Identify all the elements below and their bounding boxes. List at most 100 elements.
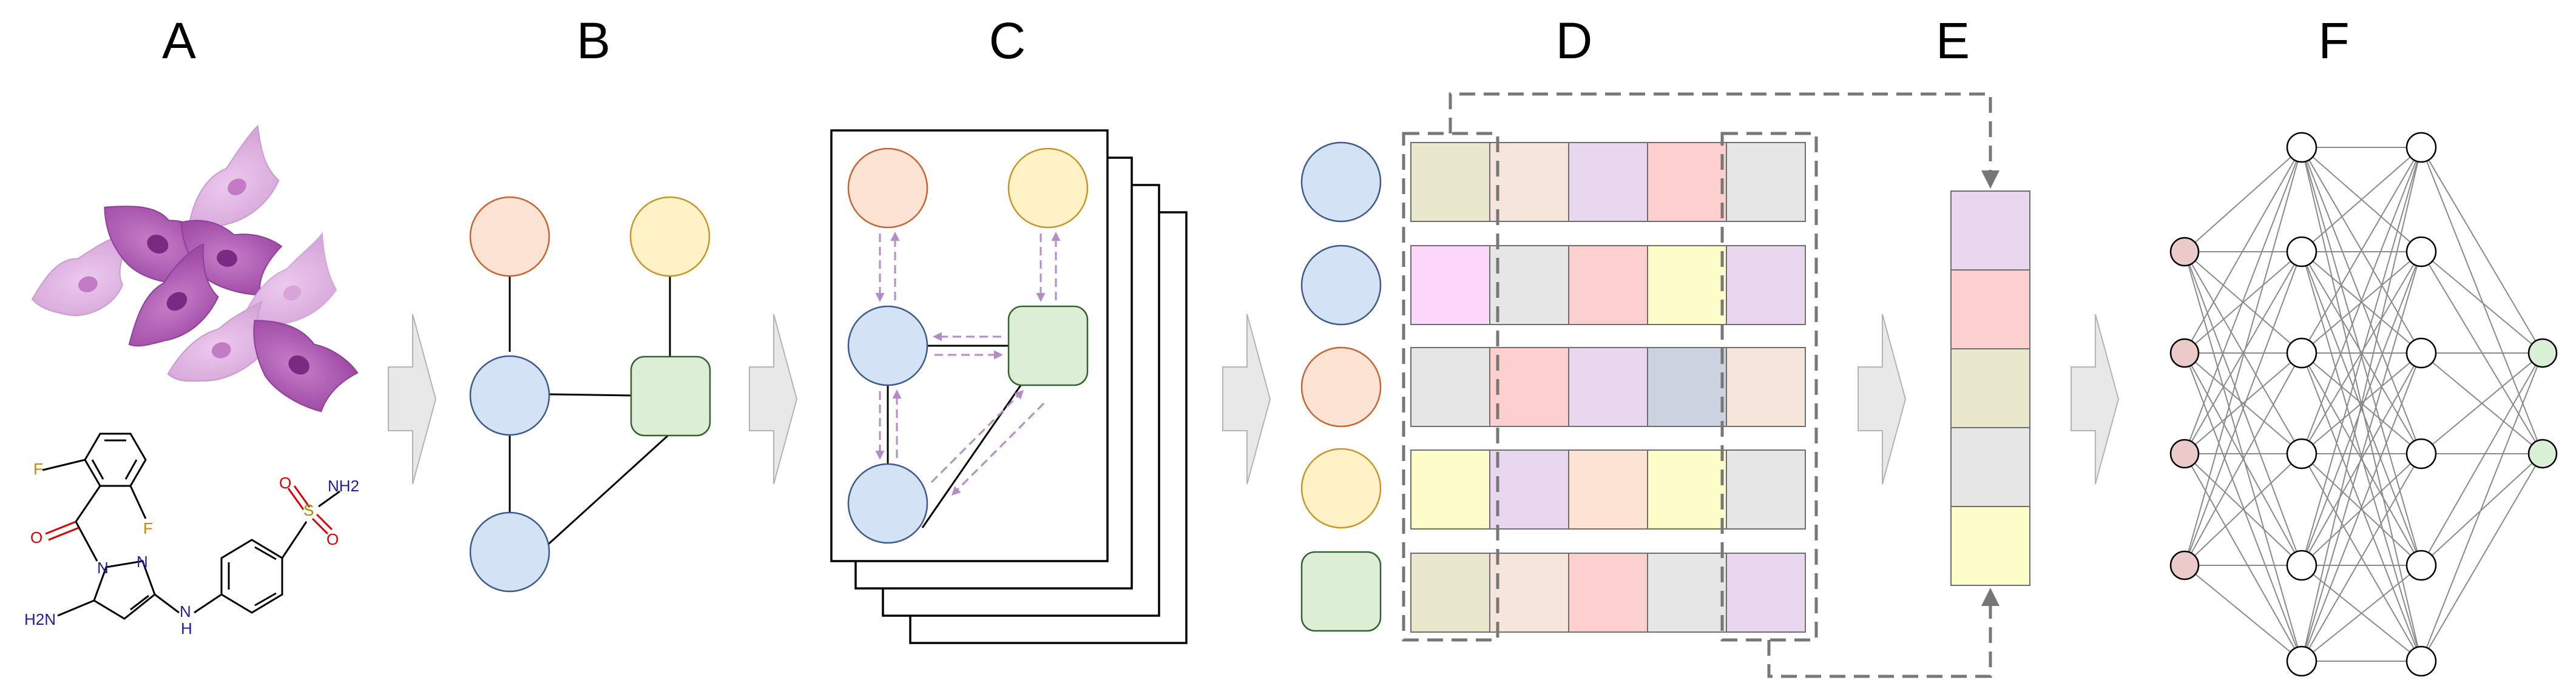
embedding-cell — [1410, 553, 1490, 633]
embedding-cell — [1726, 347, 1806, 427]
nn-edge — [2421, 147, 2543, 454]
nn-edge — [2184, 453, 2302, 662]
nn-edge — [2301, 352, 2422, 662]
nn-neuron — [2405, 550, 2437, 581]
graph-node — [847, 147, 928, 229]
embedding-cell — [1726, 245, 1806, 325]
graph-node — [629, 196, 711, 277]
embedding-cell — [1568, 347, 1648, 427]
nn-neuron — [2169, 338, 2200, 368]
nn-neuron — [2286, 550, 2317, 581]
nn-neuron — [2286, 236, 2317, 268]
molecule-structure-icon — [42, 432, 340, 620]
nn-edge — [2184, 453, 2302, 566]
embedding-cell — [1726, 449, 1806, 530]
graph-node — [1007, 147, 1089, 229]
nn-edge — [2184, 251, 2302, 454]
vector-cell — [1950, 427, 2030, 507]
nn-edge — [2301, 251, 2422, 354]
nn-neuron — [2405, 337, 2437, 369]
nn-edge — [2184, 352, 2302, 454]
nn-edge — [2184, 352, 2302, 566]
vector-cell — [1950, 190, 2030, 271]
neural-network — [2169, 132, 2558, 677]
atom-sulfur: S — [303, 501, 314, 519]
molecule-atom-labels: F F O N N H2N N H S O O NH2 — [24, 460, 359, 638]
flow-arrow-icon — [749, 314, 798, 485]
nn-edge — [2301, 147, 2422, 662]
node-list — [1300, 141, 1382, 632]
atom-sulfonamide-nh2: NH2 — [328, 477, 359, 495]
nn-edge — [2301, 147, 2422, 566]
graph-node — [1300, 448, 1382, 529]
embedding-cell — [1568, 449, 1648, 530]
embedding-cell — [1647, 553, 1727, 633]
embedding-cell — [1410, 245, 1490, 325]
pooled-vector — [1950, 190, 2030, 586]
nn-edge — [2301, 565, 2422, 662]
cell-6 — [128, 243, 219, 347]
nn-edge — [2421, 352, 2543, 662]
flow-arrow-icon — [1222, 314, 1271, 485]
nn-neuron — [2405, 645, 2437, 677]
atom-nh-h: H — [181, 619, 192, 638]
cell-8 — [253, 320, 359, 412]
panel-label-b: B — [576, 12, 610, 69]
atom-nh-linker: N — [180, 602, 191, 621]
embedding-cell — [1647, 449, 1727, 530]
embedding-cell — [1489, 553, 1569, 633]
nn-edge — [2301, 251, 2422, 454]
embedding-cell — [1568, 553, 1648, 633]
cell-3 — [188, 124, 280, 229]
graph-node — [1300, 244, 1382, 326]
graph-node — [469, 355, 550, 436]
embedding-cell — [1568, 142, 1648, 222]
embedding-cell — [1410, 449, 1490, 530]
nn-neuron — [2169, 237, 2200, 267]
graph-node — [1007, 305, 1089, 386]
nn-neuron — [2286, 132, 2317, 163]
panel-label-a: A — [162, 12, 196, 69]
vector-cell — [1950, 269, 2030, 349]
flow-arrow-icon — [2071, 314, 2120, 485]
atom-oxygen-carbonyl: O — [30, 528, 42, 547]
nn-neuron — [2405, 438, 2437, 469]
cell-cluster-icon — [31, 124, 359, 412]
embedding-cell — [1489, 347, 1569, 427]
panel-label-c: C — [989, 12, 1026, 69]
molecular-graph — [469, 196, 711, 593]
graph-node — [469, 196, 550, 277]
graph-node — [1300, 551, 1382, 632]
nn-neuron — [2286, 645, 2317, 677]
nn-neuron — [2405, 236, 2437, 268]
atom-amine: H2N — [24, 610, 56, 628]
nn-edge — [2184, 147, 2302, 566]
nn-edge — [2301, 147, 2422, 252]
panel-label-d: D — [1556, 12, 1593, 69]
embedding-cell — [1568, 245, 1648, 325]
nn-edge — [2301, 147, 2422, 354]
nn-edge — [2301, 147, 2422, 454]
nn-edge — [2421, 453, 2543, 662]
nn-edge — [2421, 352, 2543, 454]
graph-node — [847, 463, 928, 544]
graph-node — [847, 305, 928, 386]
graph-node — [1300, 141, 1382, 223]
nn-edge — [2184, 251, 2302, 566]
panel-label-f: F — [2318, 12, 2349, 69]
flow-arrow-icon — [388, 314, 437, 485]
nn-edge — [2301, 251, 2422, 662]
atom-sulfonyl-o1: O — [279, 474, 291, 492]
graph-node — [1300, 346, 1382, 428]
flow-arrow-icon — [1858, 314, 1907, 485]
embedding-cell — [1647, 142, 1727, 222]
embedding-cell — [1726, 553, 1806, 633]
embedding-matrix — [1410, 142, 1806, 633]
flow-arrows — [388, 314, 2120, 485]
nn-edge — [2184, 147, 2302, 454]
vector-cell — [1950, 506, 2030, 586]
nn-neuron — [2169, 550, 2200, 581]
nn-edge — [2184, 147, 2302, 252]
graph-node — [630, 355, 711, 437]
